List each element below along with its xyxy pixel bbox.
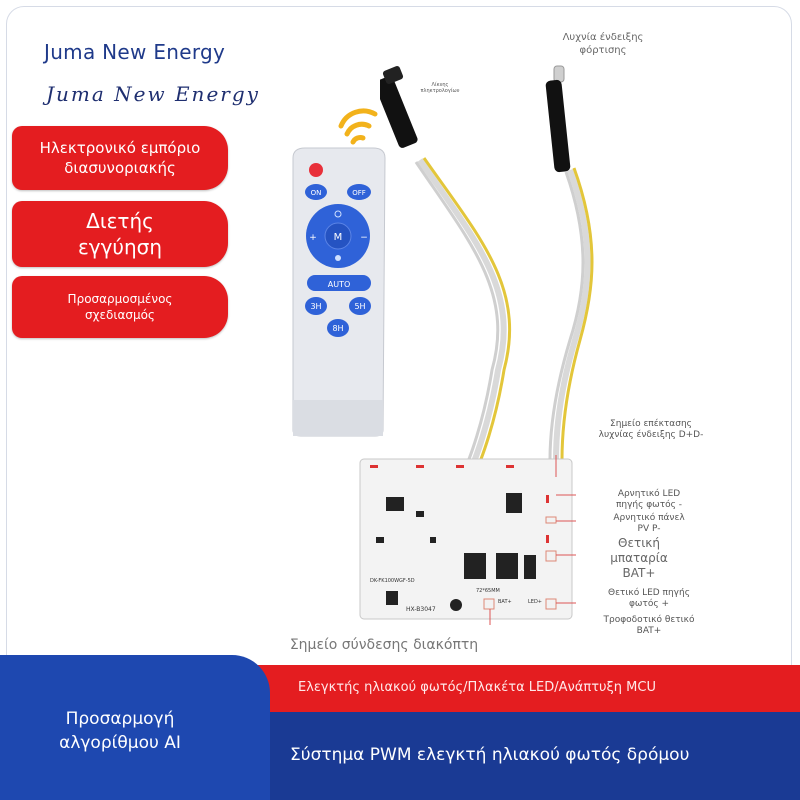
badge-warranty-line2: εγγύηση: [77, 235, 163, 259]
footer-blue-bar: [270, 712, 800, 800]
badge-ecommerce: Ηλεκτρονικό εμπόριο διασυνοριακής: [12, 126, 228, 190]
annotation-switch-point: Σημείο σύνδεσης διακόπτη: [289, 637, 479, 653]
annotation-charge-led: Λυχνία ένδειξης φόρτισης: [548, 31, 658, 57]
led-probe-icon: [545, 65, 571, 173]
footer-blue-text: Σύστημα PWM ελεγκτή ηλιακού φωτός δρόμου: [290, 745, 690, 765]
pcb-model: HX-B3047: [406, 606, 436, 613]
annotation-supply-positive: Τροφοδοτικό θετικό BAT+: [594, 615, 704, 637]
remote-control: ON OFF M + − AUTO 3H 5H 8H: [292, 108, 386, 437]
power-button[interactable]: [309, 163, 323, 177]
led-neg-line2: πηγής φωτός -: [615, 500, 683, 510]
pcb-dim: 72*65MM: [476, 588, 500, 594]
ai-customization-box: [0, 655, 270, 800]
annotation-led-positive: Θετικό LED πηγής φωτός +: [594, 588, 704, 610]
led-pos-line2: φωτός +: [628, 599, 670, 609]
bat-pos-line3: BAT+: [622, 566, 656, 580]
badge-ecommerce-line2: διασυνοριακής: [64, 159, 176, 177]
ext-line1: Σημείο επέκτασης: [610, 419, 692, 429]
pcb-part: DK-FK100WGF-5D: [370, 578, 415, 584]
pcb-red-markings: [370, 465, 549, 543]
dpad[interactable]: M + −: [306, 204, 370, 268]
charge-led-line2: φόρτισης: [579, 45, 627, 56]
sensor-wires: [380, 65, 594, 480]
annotation-extension-point: Σημείο επέκτασης λυχνίας ένδειξης D+D-: [596, 419, 706, 441]
ai-line2: αλγορίθμου AI: [59, 733, 181, 753]
h5-label: 5H: [354, 302, 365, 311]
pcb-board: HX-B3047 DK-FK100WGF-5D BAT+ LED+ 72*65M…: [359, 455, 576, 625]
signal-icon: [338, 108, 378, 145]
h3-label: 3H: [310, 302, 321, 311]
plus-label: +: [309, 233, 317, 243]
auto-label: AUTO: [328, 280, 351, 289]
ai-customization-text: Προσαρμογή αλγορίθμου AI: [20, 707, 220, 755]
auto-button[interactable]: AUTO: [307, 275, 371, 291]
badge-custom-line2: σχεδιασμός: [85, 308, 155, 322]
pv-neg-line1: Αρνητικό πάνελ: [613, 513, 685, 523]
pcb-pads: [483, 516, 557, 610]
supply-pos-line2: BAT+: [636, 626, 662, 636]
badge-ecommerce-line1: Ηλεκτρονικό εμπόριο: [39, 139, 201, 157]
supply-pos-line1: Τροφοδοτικό θετικό: [603, 615, 695, 625]
badge-custom-design: Προσαρμοσμένος σχεδιασμός: [12, 276, 228, 338]
minus-label: −: [360, 233, 368, 243]
on-button[interactable]: ON: [305, 184, 327, 200]
off-label: OFF: [352, 189, 366, 197]
brightness-down-icon: [335, 255, 341, 261]
pcb-led-label: LED+: [528, 599, 542, 605]
charge-led-line1: Λυχνία ένδειξης: [562, 32, 644, 43]
timer-8h-button[interactable]: 8H: [327, 319, 349, 337]
sensor-probe-icon: [380, 66, 418, 148]
pcb-components: [376, 493, 536, 611]
badge-warranty: Διετής εγγύηση: [12, 201, 228, 267]
annotation-pv-negative: Αρνητικό πάνελ PV P-: [594, 513, 704, 535]
probe-line1: Λίκνης: [431, 82, 449, 88]
timer-5h-button[interactable]: 5H: [349, 297, 371, 315]
badge-warranty-line1: Διετής: [86, 209, 154, 233]
brightness-up-icon: [334, 210, 342, 218]
brand-name-script: Juma New Energy: [46, 82, 260, 106]
bat-pos-line1: Θετική: [618, 536, 660, 550]
probe-line2: πληκτρολογίων: [420, 88, 460, 94]
led-neg-line1: Αρνητικό LED: [617, 489, 681, 499]
annotation-probe: Λίκνης πληκτρολογίων: [400, 82, 480, 94]
m-label: M: [334, 232, 343, 243]
annotation-connectors: [489, 455, 576, 625]
annotation-battery-positive: Θετική μπαταρία BAT+: [594, 536, 684, 581]
timer-3h-button[interactable]: 3H: [305, 297, 327, 315]
off-button[interactable]: OFF: [347, 184, 371, 200]
ai-line1: Προσαρμογή: [65, 709, 175, 729]
h8-label: 8H: [332, 324, 343, 333]
bat-pos-line2: μπαταρία: [610, 551, 668, 565]
brand-name: Juma New Energy: [44, 40, 226, 64]
badge-custom-line1: Προσαρμοσμένος: [67, 292, 173, 306]
pcb-bat-label: BAT+: [498, 599, 512, 605]
pv-neg-line2: PV P-: [637, 524, 661, 534]
footer-red-text: Ελεγκτής ηλιακού φωτός/Πλακέτα LED/Ανάπτ…: [298, 680, 656, 695]
annotation-led-negative: Αρνητικό LED πηγής φωτός -: [594, 489, 704, 511]
on-label: ON: [311, 189, 322, 197]
led-pos-line1: Θετικό LED πηγής: [607, 588, 690, 598]
ext-line2: λυχνίας ένδειξης D+D-: [598, 430, 704, 440]
